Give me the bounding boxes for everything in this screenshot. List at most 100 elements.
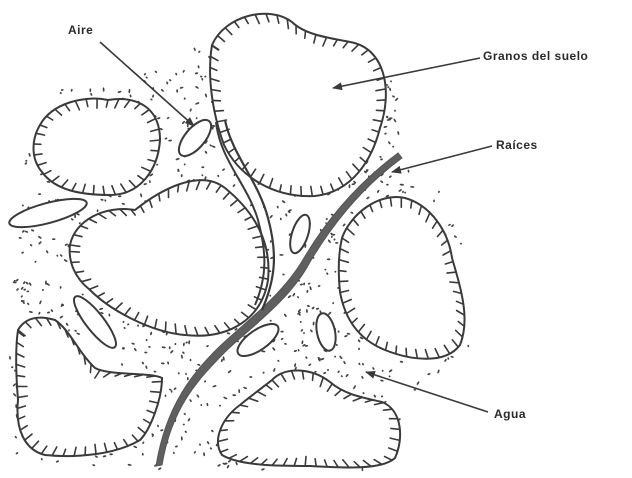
water-dot bbox=[249, 376, 252, 378]
water-dot bbox=[150, 98, 153, 101]
water-dot bbox=[28, 153, 31, 157]
water-dot bbox=[310, 329, 314, 333]
water-dot bbox=[184, 430, 187, 433]
water-dot bbox=[285, 213, 288, 217]
grain-tick bbox=[90, 364, 91, 372]
water-dot bbox=[59, 286, 61, 289]
water-dot bbox=[195, 72, 199, 75]
grain-tick bbox=[406, 348, 407, 356]
water-dot bbox=[153, 370, 156, 372]
water-dot bbox=[185, 373, 187, 376]
water-dot bbox=[342, 223, 346, 227]
water-dot bbox=[280, 217, 282, 220]
water-dot bbox=[353, 385, 357, 390]
water-dot bbox=[175, 157, 180, 160]
water-dot bbox=[323, 372, 326, 375]
water-dot bbox=[195, 86, 199, 90]
water-dot bbox=[166, 117, 169, 120]
water-dot bbox=[123, 327, 126, 330]
water-dot bbox=[103, 87, 105, 92]
water-dot bbox=[99, 307, 104, 310]
water-dot bbox=[181, 436, 183, 440]
water-dot bbox=[227, 370, 231, 374]
soil-grain bbox=[339, 197, 465, 359]
water-dot bbox=[297, 296, 300, 299]
water-dot bbox=[11, 366, 14, 368]
air-pocket bbox=[313, 312, 339, 353]
grain-tick bbox=[220, 430, 227, 431]
water-dot bbox=[284, 343, 287, 345]
water-dot bbox=[100, 198, 104, 201]
water-dot bbox=[382, 370, 384, 372]
water-dot bbox=[89, 88, 91, 92]
water-dot bbox=[427, 373, 431, 376]
water-dot bbox=[160, 429, 164, 432]
grain-tick bbox=[305, 31, 306, 38]
water-dot bbox=[183, 424, 185, 426]
water-dot bbox=[173, 387, 177, 390]
water-dot bbox=[203, 452, 205, 456]
water-dot bbox=[217, 174, 220, 177]
water-dot bbox=[42, 289, 44, 291]
water-dot bbox=[31, 229, 35, 232]
water-dot bbox=[300, 329, 303, 332]
water-dot bbox=[392, 146, 394, 148]
water-dot bbox=[63, 259, 68, 263]
water-dot bbox=[103, 455, 107, 458]
water-dot bbox=[395, 97, 399, 101]
water-dot bbox=[388, 369, 392, 373]
water-dot bbox=[261, 468, 265, 471]
water-dot bbox=[15, 278, 19, 282]
water-dot bbox=[164, 394, 166, 397]
water-dot bbox=[281, 200, 286, 204]
water-dot bbox=[300, 283, 303, 285]
water-dot bbox=[235, 462, 238, 466]
water-dot bbox=[108, 313, 110, 316]
water-dot bbox=[24, 162, 27, 165]
water-dot bbox=[142, 453, 144, 456]
water-dot bbox=[243, 386, 247, 389]
water-dot bbox=[183, 342, 185, 346]
grain-tick bbox=[215, 111, 224, 112]
water-dot bbox=[180, 86, 184, 89]
water-dot bbox=[306, 309, 308, 313]
water-dot bbox=[118, 195, 122, 197]
grain-tick bbox=[305, 457, 306, 466]
water-dot bbox=[451, 224, 455, 228]
water-dot bbox=[397, 131, 400, 135]
water-dot bbox=[13, 393, 17, 397]
water-dot bbox=[270, 240, 272, 243]
water-dot bbox=[146, 339, 148, 341]
water-dot bbox=[120, 363, 123, 366]
water-dot bbox=[400, 184, 405, 186]
water-dot bbox=[331, 236, 333, 238]
water-dot bbox=[197, 363, 201, 366]
water-dot bbox=[358, 347, 361, 350]
raices-arrow bbox=[392, 146, 492, 172]
water-dot bbox=[29, 244, 32, 247]
water-dot bbox=[206, 345, 209, 348]
water-dot bbox=[201, 166, 204, 168]
grain-tick bbox=[450, 282, 459, 283]
water-dot bbox=[416, 381, 420, 385]
water-dot bbox=[68, 329, 70, 331]
water-dot bbox=[337, 370, 340, 373]
soil-grain bbox=[218, 370, 400, 467]
water-dot bbox=[181, 174, 183, 177]
grain-tick bbox=[151, 150, 159, 151]
water-dot bbox=[38, 241, 42, 245]
water-dot bbox=[293, 350, 297, 353]
water-dot bbox=[178, 372, 181, 375]
water-dot bbox=[18, 237, 21, 239]
water-dot bbox=[148, 346, 151, 348]
water-dot bbox=[388, 141, 391, 145]
water-dot bbox=[97, 209, 99, 212]
water-dot bbox=[297, 349, 300, 352]
water-dot bbox=[327, 369, 329, 371]
water-dot bbox=[380, 180, 384, 184]
water-dot bbox=[133, 445, 138, 448]
water-dot bbox=[272, 347, 276, 351]
water-dot bbox=[392, 95, 396, 98]
water-dot bbox=[158, 467, 162, 470]
water-dot bbox=[335, 242, 339, 244]
